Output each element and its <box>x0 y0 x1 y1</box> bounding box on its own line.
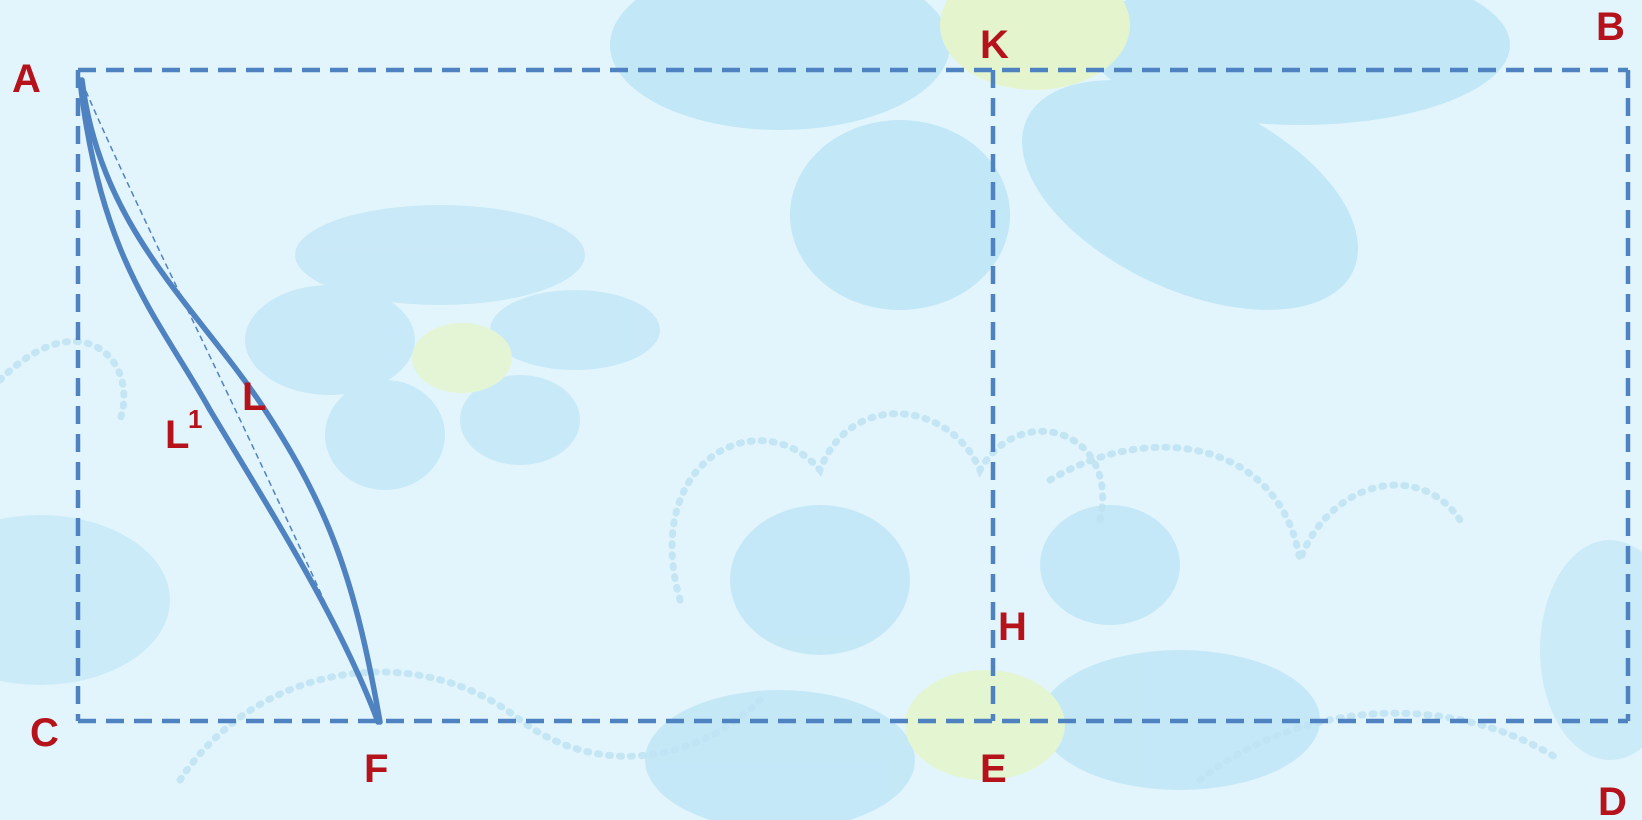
petal <box>730 505 910 655</box>
petal <box>1540 540 1642 760</box>
flower-center <box>940 0 1130 90</box>
label-F: F <box>364 747 388 791</box>
petal <box>325 380 445 490</box>
dotted-swirl <box>1196 709 1564 784</box>
label-H: H <box>998 605 1027 649</box>
petal <box>610 0 950 130</box>
petal <box>295 205 585 305</box>
petal <box>1021 80 1359 310</box>
frame-lines <box>75 67 1631 724</box>
flower-left-edge <box>0 515 1642 760</box>
petal <box>1040 505 1180 625</box>
label-A: A <box>12 57 41 101</box>
petal <box>790 120 1010 310</box>
dotted-swirl <box>1046 443 1464 574</box>
label-D: D <box>1598 780 1627 820</box>
point-labels: A B K C F E D H L L 1 <box>12 5 1627 820</box>
curve-L <box>79 77 383 725</box>
dotted-swirls <box>0 337 1564 784</box>
flower-center-left <box>245 205 660 490</box>
flower-center <box>905 670 1065 780</box>
curves <box>77 77 383 725</box>
flower-center <box>412 323 512 393</box>
curve-L1 <box>77 77 381 725</box>
petal <box>460 375 580 465</box>
label-L1-superscript: 1 <box>188 404 202 434</box>
petal <box>245 285 415 395</box>
dotted-swirl <box>0 337 128 424</box>
label-B: B <box>1596 5 1625 49</box>
label-E: E <box>980 747 1007 791</box>
dotted-swirl <box>176 668 764 784</box>
dotted-swirl <box>668 410 1106 604</box>
petal <box>0 515 170 685</box>
label-K: K <box>980 23 1009 67</box>
petal <box>1090 0 1510 125</box>
flower-top-right <box>610 0 1510 310</box>
label-L1: L <box>165 413 189 457</box>
label-C: C <box>30 711 59 755</box>
label-L: L <box>242 375 266 419</box>
petal <box>490 290 660 370</box>
